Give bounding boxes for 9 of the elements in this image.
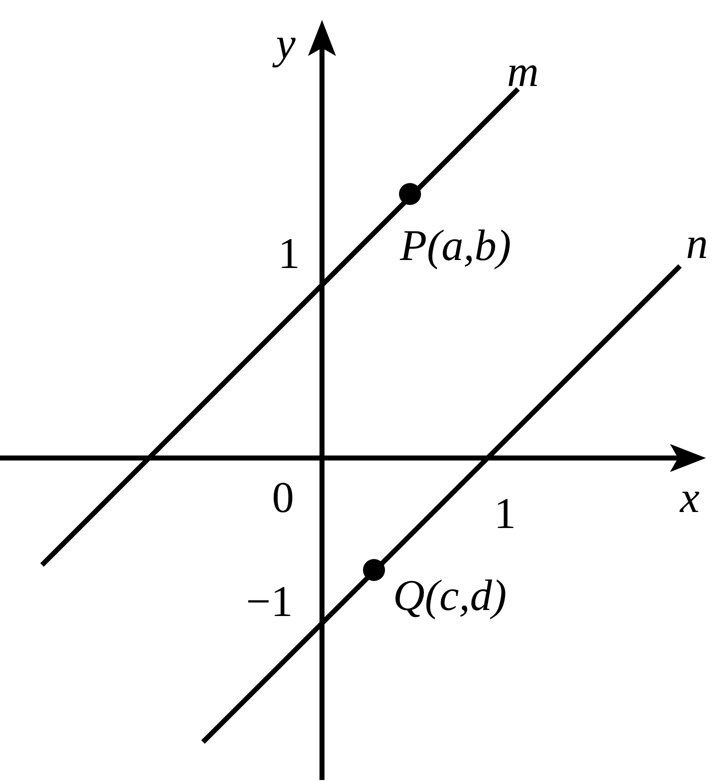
axis-label: x <box>680 476 700 520</box>
tick-label: 0 <box>272 476 294 520</box>
line-label: n <box>686 222 708 266</box>
point-label: P(a,b) <box>400 224 512 268</box>
point-label: Q(c,d) <box>393 574 507 618</box>
tick-label: 1 <box>494 492 516 536</box>
tick-label: 1 <box>278 232 300 276</box>
line-label: m <box>507 50 539 94</box>
tick-label: −1 <box>246 580 293 624</box>
